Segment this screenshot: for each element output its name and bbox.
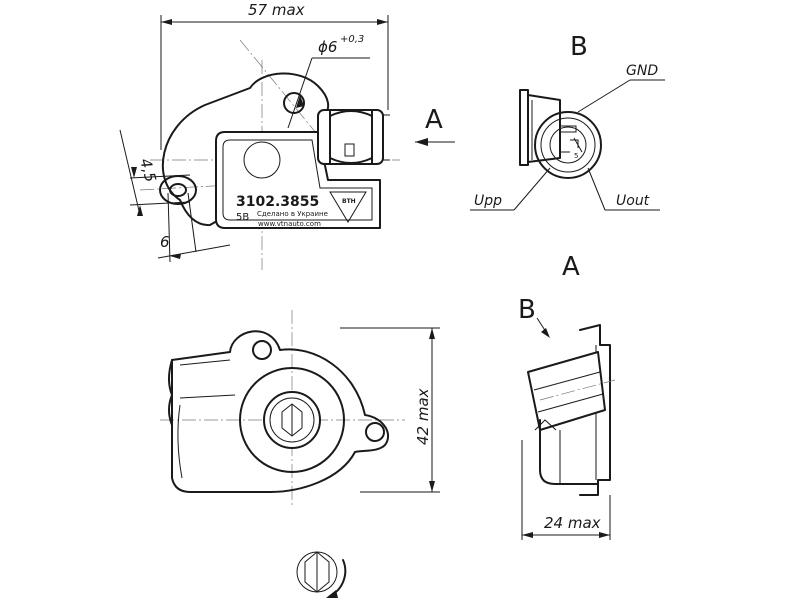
top-view: 57 max ϕ6 +0,3 3102.3855 5В Сделано в Ук… bbox=[119, 1, 455, 270]
view-b-connector: B 5 GND Upp Uout bbox=[470, 32, 665, 211]
pin-mark: 5 bbox=[574, 152, 578, 160]
rotation-symbol bbox=[296, 551, 347, 598]
voltage-label: 5В bbox=[236, 212, 249, 223]
view-b-title: B bbox=[570, 32, 588, 62]
dim-width-max: 57 max bbox=[248, 1, 305, 19]
dim-hole-diameter: ϕ6 bbox=[318, 38, 337, 56]
view-a-title: A bbox=[562, 252, 580, 282]
logo-mark: ВТН bbox=[342, 198, 356, 205]
rotation-arrow-icon bbox=[326, 590, 338, 598]
pin-gnd-label: GND bbox=[626, 63, 658, 79]
website-label: www.vtnauto.com bbox=[258, 220, 321, 228]
bottom-view: 42 max bbox=[160, 310, 440, 505]
part-number: 3102.3855 bbox=[236, 194, 319, 210]
pin-uout-label: Uout bbox=[616, 193, 650, 209]
dim-hole-tolerance: +0,3 bbox=[340, 34, 364, 45]
dim-offset-6: 6 bbox=[160, 233, 170, 251]
made-in-label: Сделано в Украине bbox=[257, 210, 328, 218]
view-a-arrow-label: A bbox=[425, 105, 443, 135]
dim-depth-max: 24 max bbox=[544, 514, 601, 532]
view-b-arrow-label: B bbox=[518, 295, 536, 325]
pin-upp-label: Upp bbox=[474, 193, 502, 209]
dim-offset-45: 4,5 bbox=[136, 156, 160, 184]
view-a-side: A B 24 max bbox=[518, 252, 616, 540]
dim-height-max: 42 max bbox=[414, 388, 432, 445]
